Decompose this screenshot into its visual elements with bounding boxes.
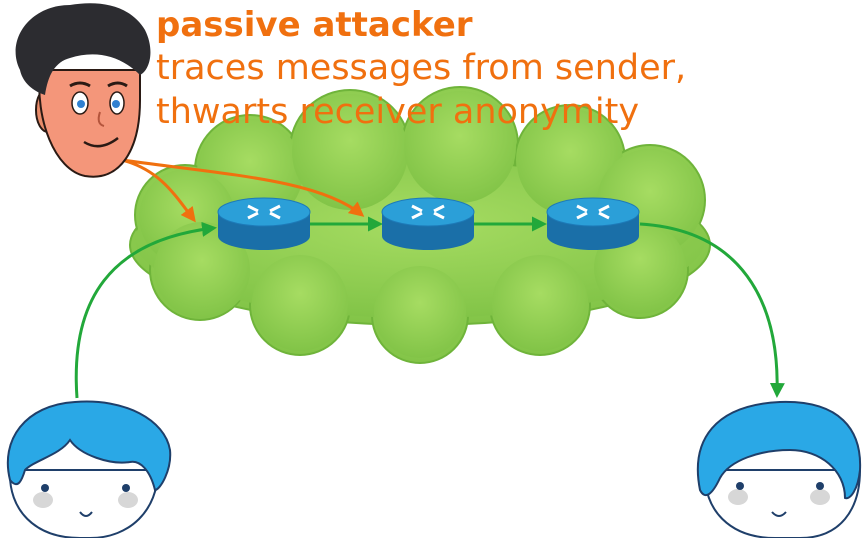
router-icon bbox=[381, 197, 475, 250]
attacker-to-router-2-arrow bbox=[121, 158, 365, 217]
attacker-observation-paths bbox=[121, 158, 365, 223]
receiver-face-icon bbox=[696, 400, 862, 538]
caption-title: passive attacker bbox=[156, 5, 473, 45]
message-path bbox=[74, 216, 785, 399]
caption-line-2: thwarts receiver anonymity bbox=[156, 92, 640, 132]
router-icon bbox=[217, 197, 311, 250]
caption-line-1: traces messages from sender, bbox=[156, 48, 687, 88]
router-3-to-receiver-arrow bbox=[639, 222, 785, 398]
router-icon bbox=[546, 197, 640, 250]
attacker-face-icon bbox=[15, 3, 151, 178]
sender-face-icon bbox=[6, 400, 172, 538]
attacker-caption: passive attacker traces messages from se… bbox=[156, 4, 686, 134]
attacker-to-router-1-arrow bbox=[121, 158, 196, 223]
sender-to-router-1-arrow bbox=[74, 221, 217, 399]
